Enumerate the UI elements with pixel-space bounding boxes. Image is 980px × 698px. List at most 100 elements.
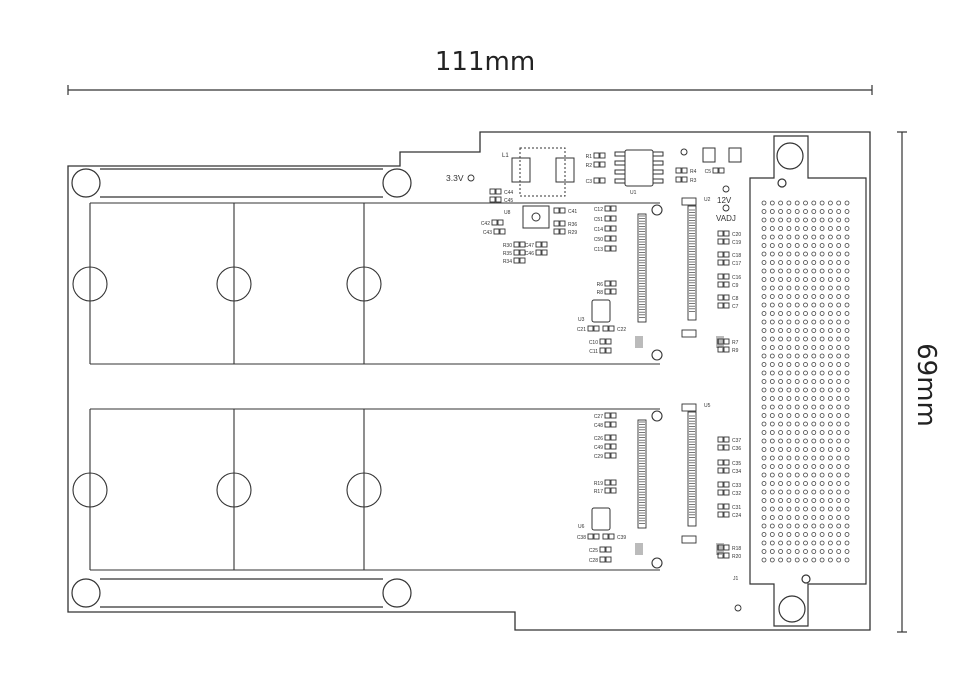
connector-pin: [803, 370, 808, 376]
component-pad: [717, 503, 724, 510]
connector-pin: [828, 362, 833, 367]
component-pad: [723, 459, 730, 466]
connector-pin: [769, 277, 775, 282]
component-pad: [717, 436, 724, 443]
connector-pin: [844, 421, 850, 427]
connector-pin: [844, 489, 850, 495]
connector-pin: [844, 234, 850, 240]
component-pad: [723, 544, 730, 551]
connector-pin: [769, 285, 775, 291]
connector-pin: [811, 370, 817, 376]
connector-pin: [769, 404, 775, 410]
connector-pin: [761, 472, 767, 478]
component-pad: [604, 421, 611, 428]
component-pad: [717, 259, 724, 266]
connector-pin: [828, 268, 833, 274]
component-pad: [610, 280, 617, 287]
component-designator: C31: [732, 505, 741, 511]
connector-pin: [803, 234, 808, 240]
component-pad: [681, 167, 688, 174]
component-pad: [493, 228, 500, 235]
connector-pin: [828, 557, 833, 563]
connector-pin: [819, 277, 825, 282]
connector-pin: [819, 268, 825, 274]
connector-pin: [794, 396, 800, 401]
connector-pin: [836, 328, 842, 333]
connector-pin: [761, 319, 767, 325]
connector-key: [681, 197, 697, 206]
component-pad: [610, 288, 617, 295]
connector-pin: [803, 379, 808, 384]
component-pad: [610, 245, 617, 252]
connector-pin: [811, 243, 817, 248]
connector-pin: [794, 353, 800, 359]
component-designator: R8: [597, 290, 604, 296]
chip-u6: [591, 507, 611, 531]
connector-pin: [836, 387, 842, 393]
component-pad: [535, 241, 542, 248]
connector-pin: [761, 464, 767, 469]
component-pad: [723, 273, 730, 280]
component-pad: [604, 205, 611, 212]
connector-pin: [828, 234, 833, 240]
connector-pin: [828, 421, 833, 427]
component-designator: C47: [525, 243, 534, 249]
connector-pin: [819, 540, 825, 546]
component-pad: [723, 302, 730, 309]
component-pad: [723, 511, 730, 518]
connector-pin: [786, 243, 792, 248]
connector-pin: [819, 370, 825, 376]
component-designator: C11: [589, 349, 598, 355]
component-designator: R18: [732, 546, 741, 552]
connector-pin: [769, 336, 775, 342]
connector-pin: [794, 455, 800, 461]
connector-pin: [819, 515, 825, 520]
component-pad: [723, 444, 730, 451]
component-pad: [604, 215, 611, 222]
connector-body-right: [687, 205, 697, 321]
component-pad: [723, 281, 730, 288]
connector-pin: [761, 523, 767, 529]
connector-pin: [794, 523, 800, 529]
connector-pin: [769, 438, 775, 444]
connector-pin: [786, 464, 792, 469]
connector-pin: [778, 328, 783, 333]
connector-pin: [786, 370, 792, 376]
connector-pin: [836, 285, 842, 291]
connector-pin: [769, 268, 775, 274]
connector-pin: [828, 217, 833, 223]
component-pad: [717, 467, 724, 474]
connector-pin: [786, 294, 792, 299]
connector-pin: [794, 430, 800, 435]
connector-pin: [803, 294, 808, 299]
connector-pin: [836, 294, 842, 299]
connector-pin: [761, 243, 767, 248]
connector-pin: [836, 455, 842, 461]
connector-pin: [786, 345, 792, 350]
connector-pin: [819, 523, 825, 529]
component-pad: [495, 196, 502, 203]
connector-pin: [794, 226, 800, 231]
connector-pin: [819, 319, 825, 325]
component-pad: [717, 294, 724, 301]
inductor-l1: [511, 147, 575, 197]
connector-pin: [844, 209, 850, 214]
connector-pin: [836, 481, 842, 486]
connector-pin: [844, 353, 850, 359]
connector-pin: [828, 294, 833, 299]
connector-pin: [786, 489, 792, 495]
component-pad: [604, 280, 611, 287]
component-pad: [519, 257, 526, 264]
component-pad: [605, 556, 612, 563]
connector-pin: [819, 345, 825, 350]
component-pad: [513, 249, 520, 256]
connector-pin: [778, 489, 783, 495]
component-designator: C33: [732, 483, 741, 489]
component-pad: [593, 325, 600, 332]
label-3v3: 3.3V: [446, 173, 464, 183]
connector-pin: [819, 447, 825, 452]
component-pad: [593, 177, 600, 184]
label-u5: U5: [704, 403, 711, 409]
connector-pin: [761, 260, 767, 265]
connector-pin: [811, 532, 817, 537]
